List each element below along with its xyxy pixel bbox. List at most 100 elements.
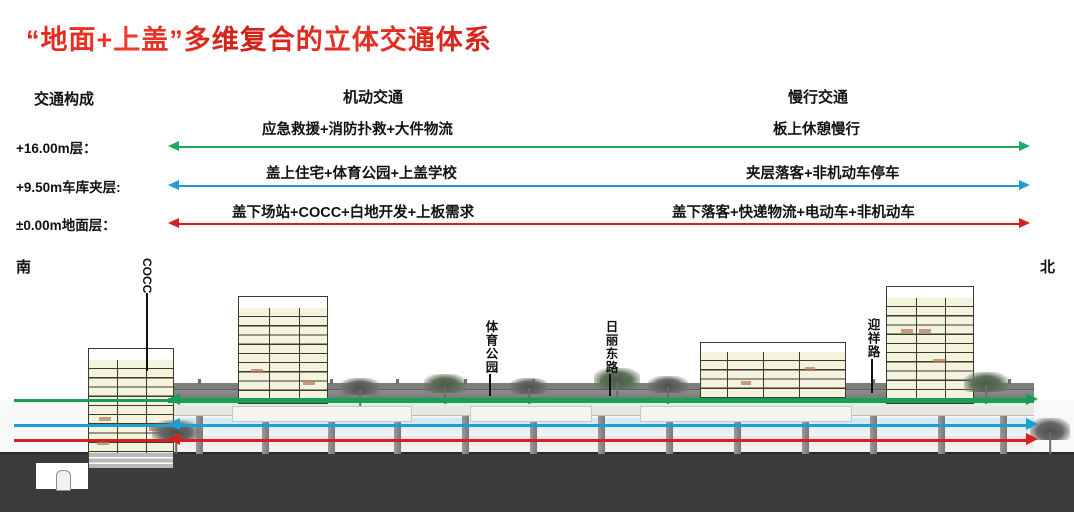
station-box [232,406,412,422]
callout-yingxiang-road: 迎祥路 [865,318,880,402]
tree-crown [340,378,380,396]
arrow-head-right-icon [1019,218,1030,229]
block-mullion [763,352,765,399]
tower-mullion [945,298,947,403]
flow-line-16m [14,399,1030,402]
balcony-marker [919,329,931,333]
callout-stem [871,358,874,393]
deck-column [870,414,877,454]
parapet-post [330,379,333,384]
deck-column [938,414,945,454]
tree [510,378,548,404]
annotation-slow-000m: 盖下落客+快递物流+电动车+非机动车 [672,205,915,221]
arrow-level-16m [168,141,1030,152]
deck-column [598,414,605,454]
balcony-marker [99,417,111,421]
flow-line-950m [14,424,1030,427]
block-floors [701,352,845,399]
column-heading-compose: 交通构成 [34,91,95,108]
callout-stem [146,293,148,372]
tree-trunk [1049,432,1051,454]
arrow-head-left-icon [168,180,179,191]
flow-line-000m [14,439,1030,442]
tunnel-bore-icon [56,470,71,491]
callout-label: 迎祥路 [865,318,880,359]
deck-column [666,414,673,454]
arrow-head-right-icon [1019,180,1030,191]
balcony-marker [933,359,945,363]
callout-rili-east-road: 日丽东路 [604,320,618,402]
tree [648,376,688,404]
level-label-000m: ±0.00m地面层： [16,218,116,233]
flow-arrow-head-blue-icon [1026,418,1038,430]
balcony-marker [741,381,751,385]
tree-crown [1030,418,1070,441]
flow-arrow-head-green-icon [1026,393,1038,405]
parapet-post [198,379,201,384]
deck-column [328,414,335,454]
column-heading-slow: 慢行交通 [788,89,849,106]
tower-mullion [916,298,918,403]
callout-stem [489,374,492,396]
tower-mullion [117,360,119,453]
deck-column [394,414,401,454]
balcony-marker [901,329,913,333]
deck-column [462,414,469,454]
ground-line [0,452,1074,454]
annotation-motor-16m: 应急救援+消防扑救+大件物流 [262,122,453,138]
annotation-motor-950m: 盖上住宅+体育公园+上盖学校 [266,166,457,182]
arrow-level-000m [168,218,1030,229]
tree-trunk [985,384,987,404]
arrow-head-right-icon [1019,141,1030,152]
architectural-section: COCC 体育公园 日丽东路 迎祥路 [0,250,1074,512]
tree [964,372,1008,404]
balcony-marker [97,441,109,445]
station-box [640,406,852,422]
tower-mullion [269,308,271,403]
page-title: “地面+上盖”多维复合的立体交通体系 [26,18,492,57]
tower-mullion [146,360,148,453]
parapet-post [1008,379,1011,384]
deck-column [802,414,809,454]
block-mullion [727,352,729,399]
tree-trunk [359,389,361,406]
tree [1030,418,1070,454]
tree-crown [594,368,640,390]
tower-floors [239,308,327,403]
arrow-shaft [178,223,1020,226]
callout-label: COCC [140,258,154,294]
tree [340,378,380,406]
tree [424,374,466,404]
flow-arrow-head-red-icon [1026,433,1038,445]
balcony-marker [303,381,315,385]
ground-mass [0,452,1074,512]
compass-north-label: 北 [1040,259,1056,276]
callout-label: 体育公园 [483,320,498,374]
balcony-marker [805,367,815,371]
callout-stem [609,374,612,396]
balcony-marker [251,369,263,373]
flow-arrow-head-blue-left-icon [168,418,180,430]
deck-column [530,414,537,454]
midrise-block-north [700,342,846,400]
parapet-post [396,379,399,384]
column-heading-motor: 机动交通 [343,89,404,106]
callout-sports-park: 体育公园 [483,320,498,402]
compass-south-label: 南 [16,259,32,276]
annotation-slow-16m: 板上休憩慢行 [773,122,860,138]
station-box [470,406,592,422]
deck-column [1000,414,1007,454]
level-label-950m: +9.50m车库夹层: [16,180,121,195]
tree-crown [964,372,1008,392]
annotation-slow-950m: 夹层落客+非机动车停车 [746,166,900,182]
tower-mullion [299,308,301,403]
arrow-head-left-icon [168,218,179,229]
callout-cocc: COCC [140,258,154,398]
block-mullion [799,352,801,399]
arrow-shaft [178,185,1020,188]
arrow-head-left-icon [168,141,179,152]
arrow-level-950m [168,180,1030,191]
annotation-motor-000m: 盖下场站+COCC+白地开发+上板需求 [232,205,475,221]
tree-crown [510,378,548,395]
